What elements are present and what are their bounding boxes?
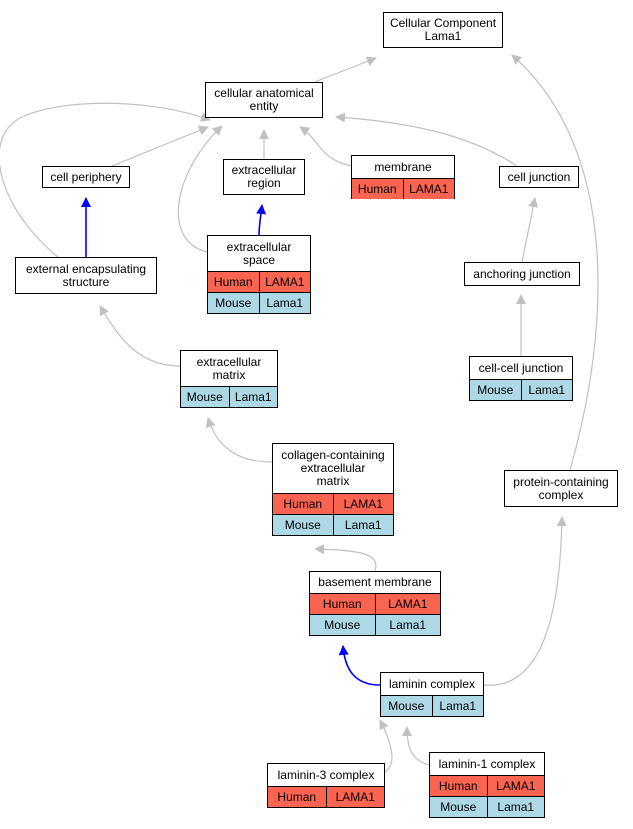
node-title: collagen-containing extracellular matrix [281,448,385,488]
node-cell-periphery[interactable]: cell periphery [42,166,130,188]
node-title: basement membrane [318,575,432,589]
annotation-row: Mouse Lama1 [470,379,572,400]
node-extracellular-space[interactable]: extracellular space Human LAMA1 Mouse La… [207,235,311,314]
edge-anchoring-junction-to-cell-junction [521,197,539,263]
node-extracellular-matrix[interactable]: extracellular matrix Mouse Lama1 [180,350,278,408]
species-cell: Mouse [477,383,514,397]
annotation-row: Mouse Lama1 [430,796,544,817]
edge-laminin-3-complex-to-laminin-complex [379,719,393,773]
node-title: extracellular matrix [196,354,262,382]
annotation-row: Human LAMA1 [208,271,310,292]
node-title: extracellular space [226,239,292,267]
edge-cellular-anatomical-entity-to-cellular-component [311,56,377,84]
node-title: laminin-1 complex [438,756,536,771]
annotation-row: Human LAMA1 [430,775,544,796]
annotation-row: Human LAMA1 [310,593,440,614]
edge-extracellular-space-to-cellular-anatomical-entity [177,125,223,253]
gene-cell: Lama1 [520,380,573,400]
annotation-row: Mouse Lama1 [381,695,483,716]
node-cellular-component[interactable]: Cellular Component Lama1 [383,12,503,48]
node-title: cell junction [507,169,571,184]
species-cell: Human [283,497,323,511]
gene-cell: Lama1 [374,615,441,635]
gene-cell: Lama1 [486,797,545,817]
species-cell: Human [357,182,397,196]
node-protein-containing-complex[interactable]: protein-containing complex [504,470,618,507]
node-laminin-3-complex[interactable]: laminin-3 complex Human LAMA1 [267,763,385,808]
species-cell: Human [277,790,317,804]
node-title: extracellular region [231,163,297,190]
node-cell-junction[interactable]: cell junction [499,166,579,188]
node-anchoring-junction[interactable]: anchoring junction [464,262,580,286]
annotation-row: Mouse Lama1 [208,292,310,313]
species-cell: Human [438,779,478,793]
species-cell: Mouse [440,800,477,814]
species-cell: Human [213,275,253,289]
edge-protein-containing-complex-to-cellular-component [511,54,599,471]
node-laminin-1-complex[interactable]: laminin-1 complex Human LAMA1 Mouse Lama… [429,752,545,818]
gene-cell: LAMA1 [402,179,455,199]
annotation-row: Human LAMA1 [273,493,393,514]
edge-membrane-to-cellular-anatomical-entity [299,126,353,167]
edge-laminin-complex-to-protein-containing-complex [483,516,567,686]
edge-laminin-1-complex-to-laminin-complex [402,726,430,766]
edge-laminin-complex-to-basement-membrane [338,645,381,686]
edge-basement-membrane-to-collagen-containing-extracellular-matrix [314,544,377,572]
annotation-row: Mouse Lama1 [181,386,277,407]
annotation-row: Human LAMA1 [352,178,454,199]
gene-cell: LAMA1 [486,776,545,796]
node-cellular-anatomical-entity[interactable]: cellular anatomical entity [205,82,323,118]
annotation-row: Human LAMA1 [268,786,384,807]
node-external-encapsulating-structure[interactable]: external encapsulating structure [15,257,157,294]
gene-cell: LAMA1 [325,787,385,807]
edge-collagen-containing-extracellular-matrix-to-extracellular-matrix [205,417,273,463]
node-title: cell-cell junction [478,360,564,375]
node-basement-membrane[interactable]: basement membrane Human LAMA1 Mouse Lama… [309,571,441,636]
node-collagen-containing-extracellular-matrix[interactable]: collagen-containing extracellular matrix… [272,443,394,536]
edge-cell-junction-to-cellular-anatomical-entity [335,112,518,167]
gene-cell: Lama1 [228,387,278,407]
gene-cell: Lama1 [431,696,484,716]
gene-cell: LAMA1 [374,594,441,614]
annotation-row: Mouse Lama1 [273,514,393,535]
gene-cell: Lama1 [258,293,311,313]
node-membrane[interactable]: membrane Human LAMA1 [351,155,455,199]
node-title: protein-containing complex [513,474,609,502]
node-title: cell periphery [50,169,122,184]
gene-cell: LAMA1 [258,272,311,292]
species-cell: Mouse [388,699,425,713]
node-title: laminin-3 complex [277,767,375,782]
node-title: laminin complex [388,676,476,691]
edge-cell-periphery-to-cellular-anatomical-entity [111,125,209,167]
species-cell: Mouse [284,518,321,532]
node-title: external encapsulating structure [25,261,147,289]
edge-extracellular-matrix-to-external-encapsulating-structure [99,305,181,367]
node-title: cellular anatomical entity [214,86,314,113]
species-cell: Mouse [324,618,361,632]
node-cell-cell-junction[interactable]: cell-cell junction Mouse Lama1 [469,356,573,401]
node-extracellular-region[interactable]: extracellular region [223,159,305,195]
species-cell: Mouse [186,390,223,404]
species-cell: Mouse [215,296,252,310]
gene-cell: Lama1 [332,515,394,535]
node-title: membrane [374,159,432,174]
annotation-row: Mouse Lama1 [310,614,440,635]
node-title: anchoring junction [473,266,571,281]
edge-extracellular-space-to-extracellular-region [256,204,267,236]
edge-external-encapsulating-structure-to-cellular-anatomical-entity [0,102,211,258]
species-cell: Human [322,597,362,611]
gene-cell: LAMA1 [332,494,394,514]
node-title: Cellular Component Lama1 [389,16,497,43]
node-laminin-complex[interactable]: laminin complex Mouse Lama1 [380,672,484,717]
